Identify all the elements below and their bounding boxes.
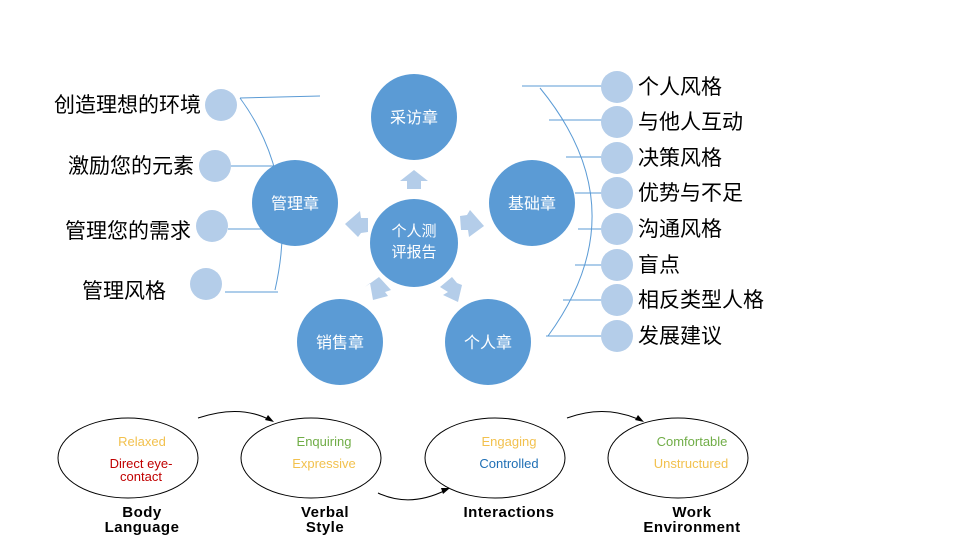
style-4-top: Comfortable (657, 434, 728, 449)
arrow-right (460, 210, 484, 237)
style-2-top: Enquiring (297, 434, 352, 449)
style-2-label1: Verbal (301, 504, 349, 521)
style-oval-work-environment (607, 417, 749, 499)
flow-arrowhead-2 (441, 488, 450, 494)
style-2-label2: Style (306, 519, 344, 536)
hub-management-label: 管理章 (271, 194, 319, 213)
flow-arrowhead-3 (635, 415, 644, 422)
flow-arrow-2 (377, 489, 447, 501)
hub-personal-circle (445, 299, 531, 385)
style-3-bottom: Controlled (479, 456, 538, 471)
hub-sales-label: 销售章 (316, 333, 364, 352)
right-item-bullet-1 (601, 71, 633, 103)
arrow-down-left (365, 277, 391, 300)
center-report-circle (370, 199, 458, 287)
right-item-3: 决策风格 (638, 146, 722, 170)
style-4-label2: Environment (643, 519, 740, 536)
flow-arrowhead-1 (265, 415, 274, 422)
left-item-2: 激励您的元素 (68, 154, 194, 178)
style-oval-verbal-style (240, 417, 382, 499)
style-4-bottom: Unstructured (654, 456, 728, 471)
left-item-4: 管理风格 (82, 279, 166, 303)
right-item-2: 与他人互动 (638, 110, 743, 134)
right-item-bullet-3 (601, 142, 633, 174)
arrow-down-right (440, 277, 462, 302)
style-1-bottom: Direct eye- (110, 456, 173, 471)
right-item-bullet-6 (601, 249, 633, 281)
flow-arrow-3 (566, 410, 641, 421)
style-1-bottom2: contact (120, 469, 162, 484)
left-item-bullet-2 (199, 150, 231, 182)
left-item-3: 管理您的需求 (65, 219, 191, 243)
hub-foundation-label: 基础章 (508, 194, 556, 213)
style-3-top: Engaging (482, 434, 537, 449)
hub-foundation-circle (489, 160, 575, 246)
right-item-bullet-7 (601, 284, 633, 316)
hub-personal-label: 个人章 (464, 333, 512, 352)
style-oval-interactions (424, 417, 566, 499)
hub-interview-label: 采访章 (390, 108, 438, 127)
style-oval-body-language (57, 417, 199, 499)
hub-sales-circle (297, 299, 383, 385)
style-2-bottom: Expressive (292, 456, 356, 471)
right-item-7: 相反类型人格 (638, 288, 764, 312)
right-item-6: 盲点 (638, 253, 680, 277)
hub-interview-circle (371, 74, 457, 160)
right-item-1: 个人风格 (638, 75, 722, 99)
style-1-label2: Language (105, 519, 180, 536)
arrow-up (400, 170, 428, 189)
left-connector-1 (239, 95, 321, 99)
right-item-bullet-8 (601, 320, 633, 352)
left-item-1: 创造理想的环境 (54, 93, 201, 117)
center-line1: 个人测 (391, 222, 436, 240)
left-item-bullet-1 (205, 89, 237, 121)
left-item-bullet-4 (190, 268, 222, 300)
hub-management-circle (252, 160, 338, 246)
style-3-label1: Interactions (463, 504, 554, 521)
style-1-top: Relaxed (118, 434, 166, 449)
right-item-8: 发展建议 (638, 324, 722, 348)
arrow-left (345, 211, 368, 237)
left-item-bullet-3 (196, 210, 228, 242)
right-item-bullet-5 (601, 213, 633, 245)
right-item-bullet-2 (601, 106, 633, 138)
flow-arrow-1 (197, 410, 271, 421)
style-1-label1: Body (122, 504, 162, 521)
right-item-4: 优势与不足 (638, 181, 743, 205)
right-item-bullet-4 (601, 177, 633, 209)
style-4-label1: Work (672, 504, 711, 521)
center-line2: 评报告 (391, 243, 436, 261)
right-item-5: 沟通风格 (638, 217, 722, 241)
